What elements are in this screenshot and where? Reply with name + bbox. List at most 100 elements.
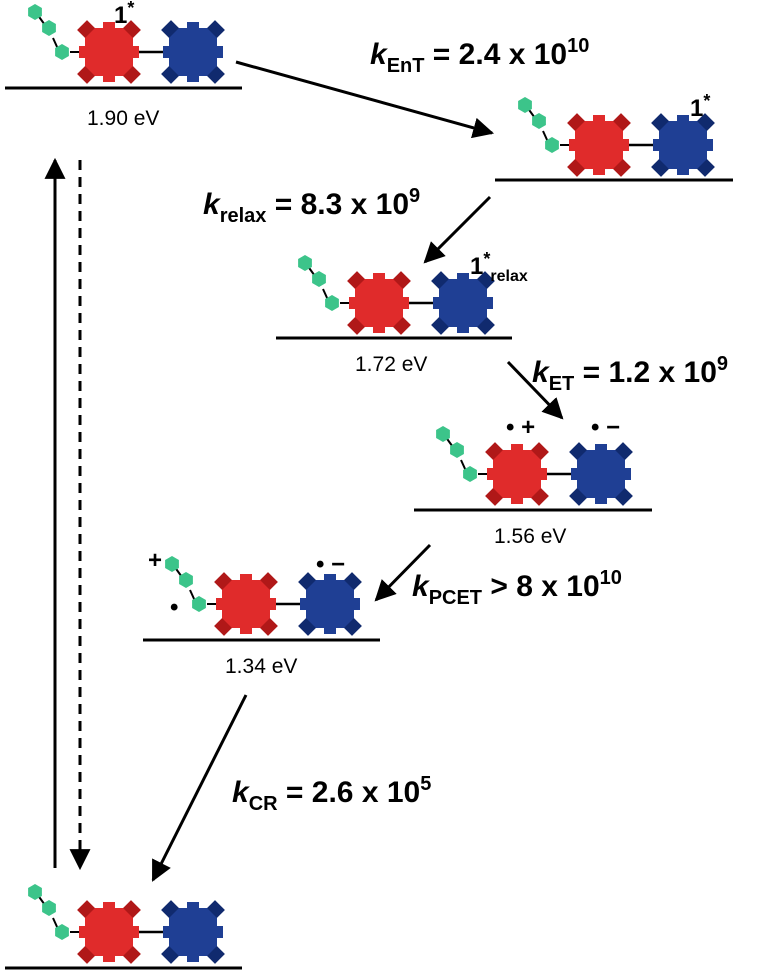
blue-porphyrin-body — [577, 450, 625, 498]
red-porphyrin-bump-2 — [349, 297, 357, 309]
blue-porphyrin-bump-1 — [187, 74, 199, 82]
blue-porphyrin-bump-0 — [457, 273, 469, 281]
red-porphyrin-bump-1 — [240, 626, 252, 634]
molecule-L2 — [518, 97, 715, 177]
arrow-PCET — [374, 543, 432, 602]
rate-CR-sub: CR — [248, 793, 278, 815]
state-label-L1: 1* — [114, 0, 134, 28]
state-label-L3: 1*relax — [470, 250, 528, 285]
blue-porphyrin-bump-2 — [571, 468, 579, 480]
anchor-hexagon-1 — [436, 426, 450, 442]
blue-porphyrin-bump-1 — [595, 496, 607, 504]
red-porphyrin-body — [493, 450, 541, 498]
red-porphyrin-bump-1 — [593, 167, 605, 175]
state-label-L3-sup: * — [483, 249, 491, 269]
red-porphyrin-bump-0 — [103, 22, 115, 30]
blue-porphyrin-bump-2 — [300, 598, 308, 610]
red-porphyrin-bump-1 — [511, 496, 523, 504]
anchor-hexagon-1 — [28, 884, 42, 900]
anchor-hexagon-2 — [179, 572, 193, 588]
rate-EnT-exp: 10 — [567, 35, 590, 57]
red-porphyrin-body — [85, 28, 133, 76]
rate-CR-k: k — [232, 776, 249, 809]
blue-porphyrin-body — [169, 28, 217, 76]
blue-porphyrin-bump-1 — [677, 167, 689, 175]
anchor-hexagon-3 — [55, 44, 69, 60]
blue-porphyrin-bump-1 — [457, 325, 469, 333]
red-porphyrin-bump-1 — [103, 954, 115, 962]
red-porphyrin-bump-2 — [79, 926, 87, 938]
anchor-hexagon-1 — [28, 4, 42, 20]
rate-PCET: kPCET > 8 x 1010 — [412, 568, 622, 608]
rate-ET-k: k — [532, 356, 549, 389]
arrow-relax — [423, 195, 492, 264]
red-porphyrin-bump-2 — [569, 139, 577, 151]
blue-porphyrin-bump-2 — [433, 297, 441, 309]
anchor-hexagon-1 — [298, 255, 312, 271]
red-porphyrin-bump-0 — [103, 902, 115, 910]
red-porphyrin-bump-1 — [373, 325, 385, 333]
rate-PCET-sub: PCET — [428, 587, 483, 609]
rate-ET-sub: ET — [548, 373, 575, 395]
blue-porphyrin-bump-1 — [187, 954, 199, 962]
anchor-hexagon-3 — [325, 295, 339, 311]
red-porphyrin-bump-0 — [511, 444, 523, 452]
rate-PCET-mantissa: 8 x 10 — [516, 570, 600, 603]
anchor-hexagon-1 — [518, 97, 532, 113]
anchor-radical-dot: • — [170, 594, 179, 621]
anchor-hexagon-2 — [450, 442, 464, 458]
rate-EnT-k: k — [370, 38, 387, 71]
blue-porphyrin-bump-0 — [324, 574, 336, 582]
energy-label-L3: 1.72 eV — [355, 353, 428, 376]
rate-PCET-k: k — [412, 570, 429, 603]
blue-porphyrin-bump-3 — [705, 139, 713, 151]
anchor-hexagon-3 — [545, 137, 559, 153]
rate-relax-k: k — [203, 188, 220, 221]
rate-PCET-rel: > — [482, 570, 517, 603]
red-porphyrin-body — [222, 580, 270, 628]
rate-CR-mantissa: 2.6 x 10 — [311, 776, 421, 809]
state-label-L2-sup: * — [703, 91, 711, 111]
molecule-L3 — [298, 255, 495, 335]
molecule-L6 — [28, 884, 225, 964]
blue-porphyrin-bump-2 — [653, 139, 661, 151]
blue-porphyrin-bump-3 — [215, 926, 223, 938]
blue-porphyrin-bump-3 — [623, 468, 631, 480]
state-label-L2: 1* — [690, 92, 710, 121]
blue-anion-charge: • − — [591, 414, 621, 441]
blue-porphyrin-bump-3 — [485, 297, 493, 309]
blue-porphyrin-body — [439, 279, 487, 327]
red-porphyrin-bump-2 — [487, 468, 495, 480]
rate-relax-mantissa: 8.3 x 10 — [300, 188, 410, 221]
anchor-hexagon-2 — [532, 113, 546, 129]
red-porphyrin-bump-3 — [539, 468, 547, 480]
rate-ET-exp: 9 — [716, 353, 729, 375]
red-porphyrin-bump-3 — [268, 598, 276, 610]
energy-label-L5: 1.34 eV — [225, 655, 298, 678]
blue-porphyrin-bump-0 — [187, 22, 199, 30]
red-cation-charge: • + — [506, 414, 536, 441]
rate-relax: krelax = 8.3 x 109 — [203, 186, 420, 226]
red-porphyrin-body — [575, 121, 623, 169]
red-porphyrin-bump-3 — [401, 297, 409, 309]
anchor-hexagon-3 — [463, 466, 477, 482]
blue-porphyrin-bump-1 — [324, 626, 336, 634]
blue-porphyrin-bump-0 — [677, 115, 689, 123]
rate-EnT-rel: = — [424, 38, 459, 71]
red-porphyrin-bump-2 — [79, 46, 87, 58]
state-label-L3-sub: relax — [490, 268, 528, 285]
blue-porphyrin-bump-3 — [352, 598, 360, 610]
anchor-hexagon-1 — [165, 556, 179, 572]
blue-porphyrin-bump-0 — [187, 902, 199, 910]
red-porphyrin-bump-3 — [131, 46, 139, 58]
blue-porphyrin-bump-2 — [163, 46, 171, 58]
anchor-hexagon-2 — [42, 20, 56, 36]
red-porphyrin-bump-0 — [240, 574, 252, 582]
state-label-L3-text: 1 — [470, 253, 484, 280]
red-porphyrin-bump-0 — [593, 115, 605, 123]
rate-relax-sub: relax — [219, 205, 267, 227]
red-porphyrin-bump-3 — [131, 926, 139, 938]
energy-label-L4: 1.56 eV — [494, 525, 567, 548]
energy-label-L1: 1.90 eV — [87, 107, 160, 130]
